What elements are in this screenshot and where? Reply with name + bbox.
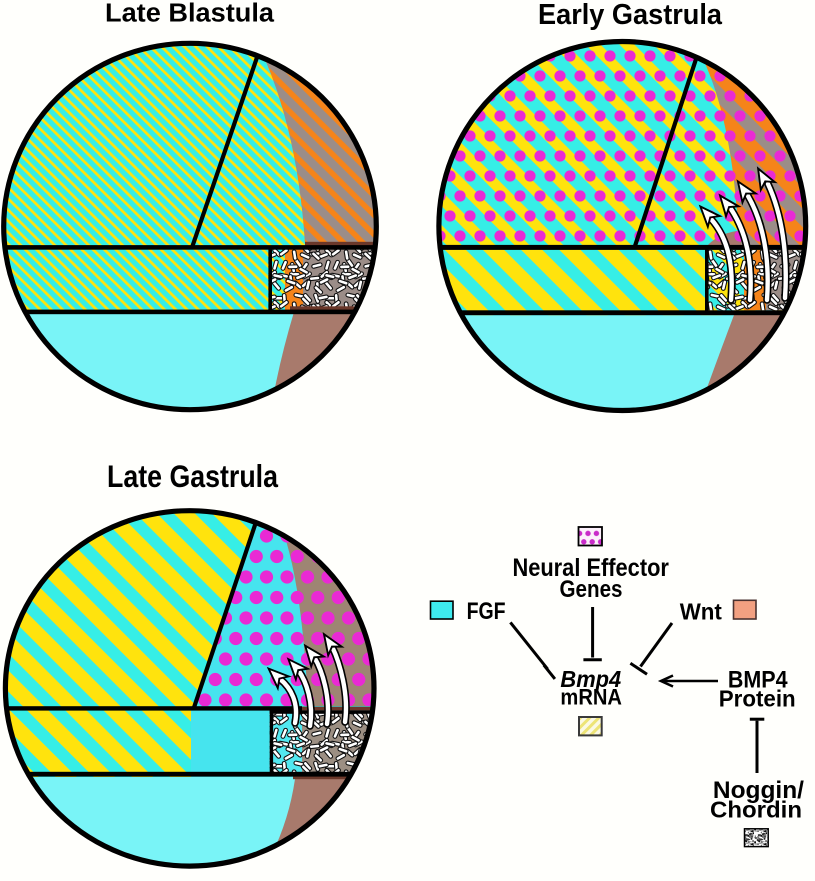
- svg-text:Noggin/: Noggin/: [713, 777, 804, 804]
- svg-text:BMP4: BMP4: [728, 666, 788, 693]
- svg-text:Genes: Genes: [560, 576, 623, 603]
- svg-text:Chordin: Chordin: [710, 797, 802, 823]
- svg-text:Protein: Protein: [719, 686, 796, 712]
- svg-text:Early Gastrula: Early Gastrula: [538, 0, 723, 31]
- svg-text:Wnt: Wnt: [680, 599, 723, 625]
- svg-text:mRNA: mRNA: [560, 685, 622, 710]
- svg-text:Late Blastula: Late Blastula: [105, 0, 275, 28]
- svg-text:FGF: FGF: [467, 599, 506, 625]
- svg-text:Neural Effector: Neural Effector: [512, 555, 669, 582]
- svg-text:Late Gastrula: Late Gastrula: [107, 458, 278, 494]
- svg-text:Bmp4: Bmp4: [560, 666, 621, 692]
